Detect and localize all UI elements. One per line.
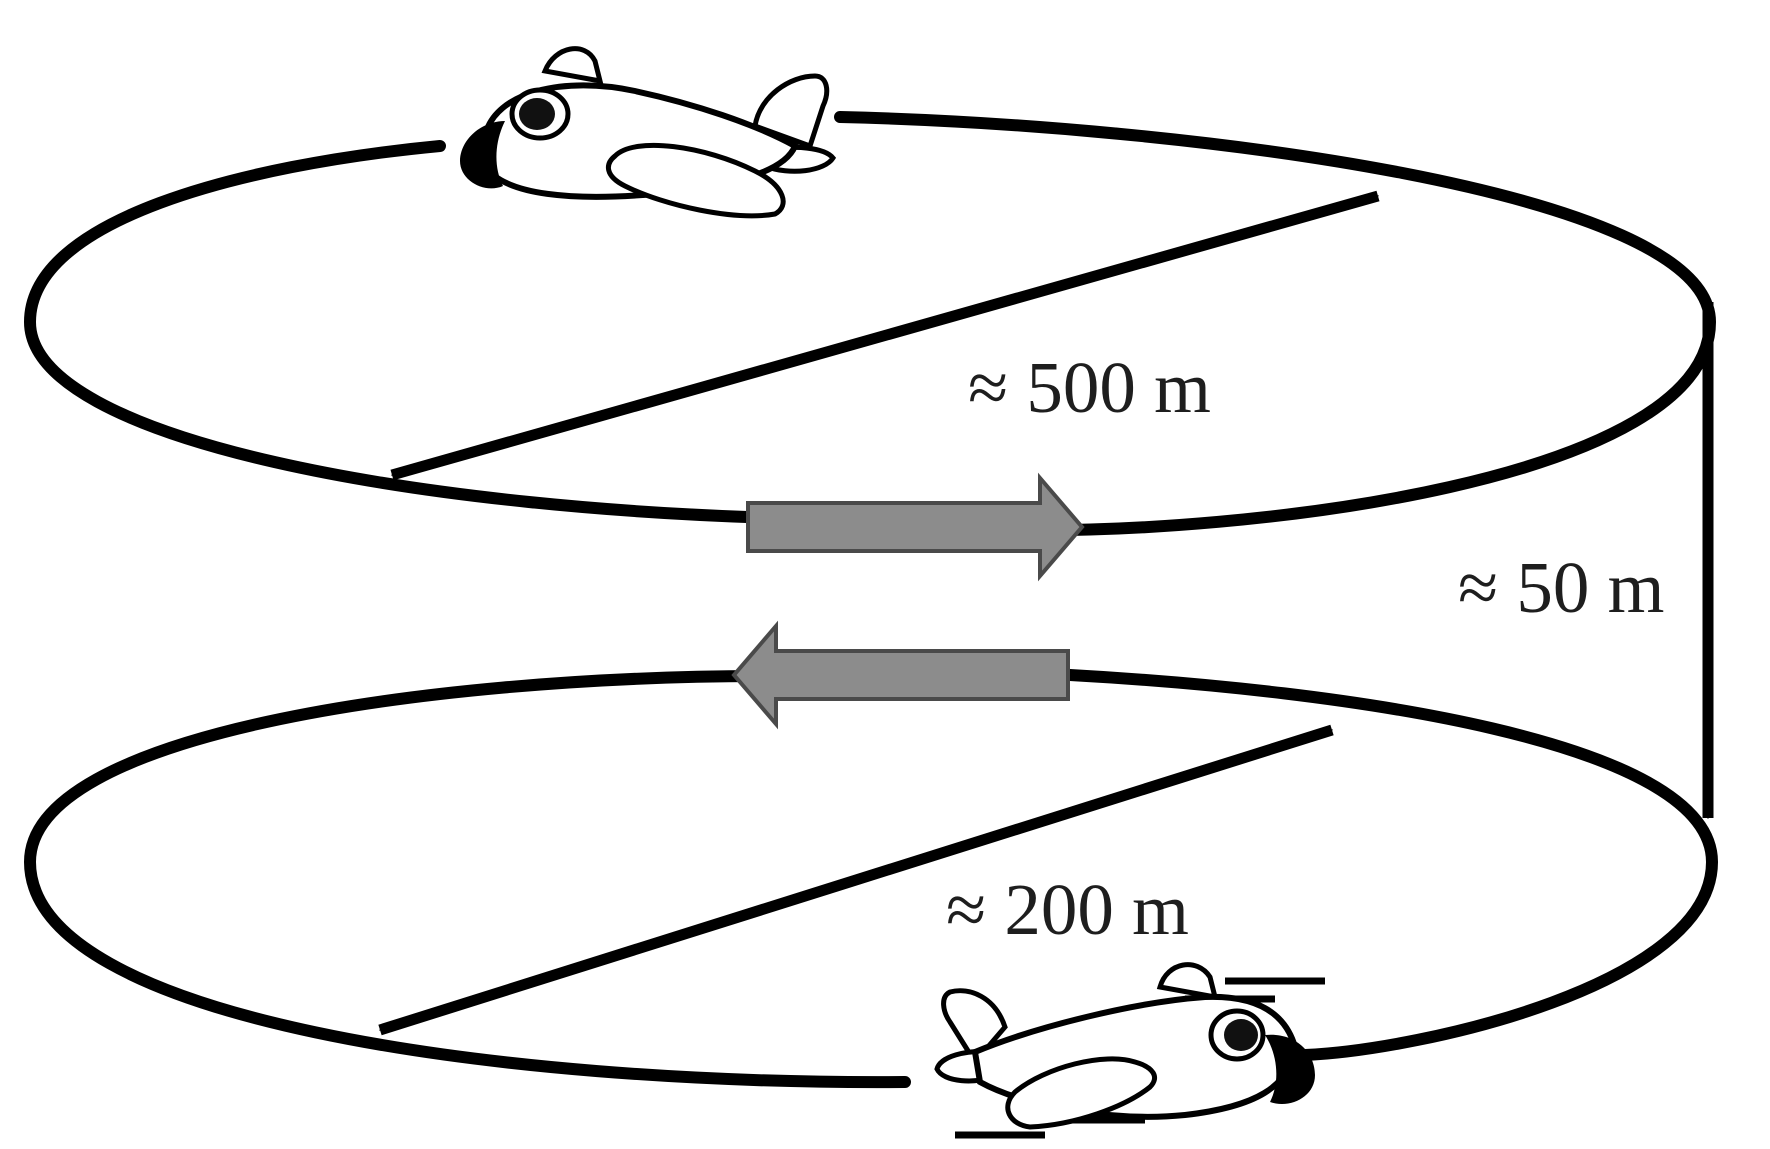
lower-loop-diameter-label: ≈ 200 m (946, 869, 1189, 950)
lower-direction-arrow (731, 620, 1070, 730)
upper-airplane-icon (460, 46, 837, 219)
lower-airplane-icon (934, 962, 1325, 1139)
lower-flight-loop (23, 669, 1719, 1089)
lower-diameter-arrow (378, 724, 1334, 1036)
upper-flight-loop (23, 111, 1717, 537)
upper-direction-arrow (746, 472, 1085, 582)
loop-separation-label: ≈ 50 m (1458, 547, 1664, 628)
upper-loop-diameter-label: ≈ 500 m (968, 347, 1211, 428)
upper-diameter-arrow (390, 190, 1380, 481)
